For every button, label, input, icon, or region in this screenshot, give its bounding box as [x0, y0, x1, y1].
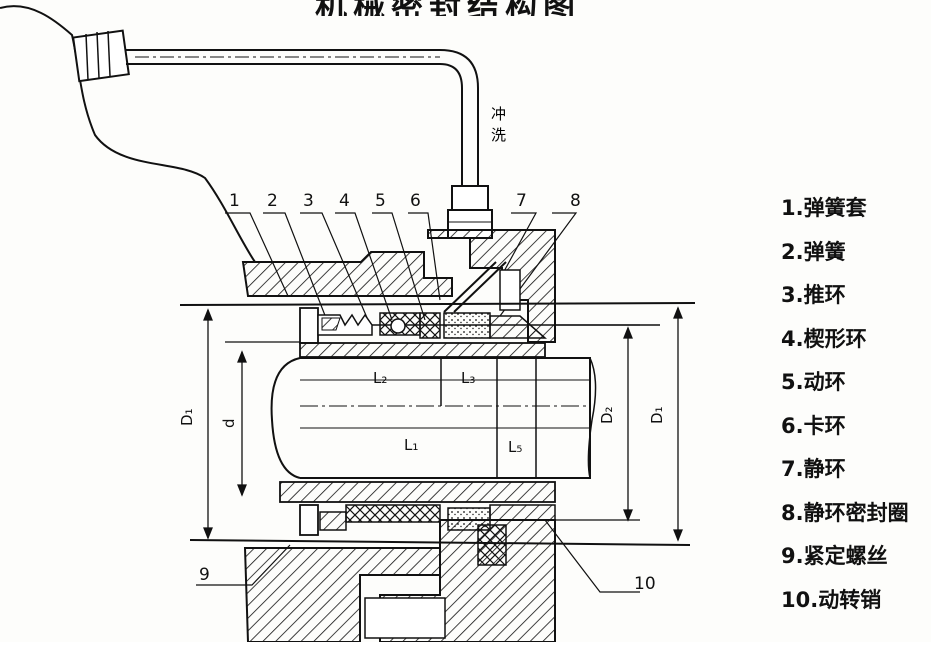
legend-item: 2.弹簧 [781, 239, 846, 264]
legend-item: 7.静环 [781, 457, 846, 481]
part-number-1: 1 [229, 191, 240, 211]
flush-passage [499, 269, 521, 311]
legend-item: 5.动环 [781, 370, 846, 394]
dim-L3: L₃ [461, 369, 475, 387]
part-number-9: 9 [199, 565, 210, 585]
flush-nut [447, 185, 493, 239]
flush-pipe-inner [126, 63, 463, 188]
flush-label-2: 洗 [491, 126, 506, 144]
dim-d: d [220, 418, 238, 428]
part-number-4: 4 [339, 191, 350, 211]
legend-item: 4.楔形环 [781, 326, 867, 351]
legend-item: 6.卡环 [781, 413, 846, 438]
legend-item: 3.推环 [781, 283, 846, 307]
bore-line-top-1 [179, 302, 696, 306]
seal-internals-top [299, 307, 547, 344]
parts-legend: 1.弹簧套 2.弹簧 3.推环 4.楔形环 5.动环 6.卡环 7.静环 8.静… [781, 192, 909, 627]
shaft-sleeve-top [299, 342, 546, 358]
dim-L5: L₅ [508, 438, 522, 456]
dim-L1: L₁ [404, 436, 418, 454]
part-number-10: 10 [634, 574, 656, 594]
dim-D1-right: D₁ [648, 406, 666, 424]
dim-D1-left: D₁ [178, 408, 196, 426]
part-number-3: 3 [303, 191, 314, 211]
legend-item: 9.紧定螺丝 [781, 544, 888, 568]
part-number-2: 2 [267, 191, 278, 211]
part-number-labels: 1 2 3 4 5 6 7 8 9 10 [199, 191, 656, 594]
part-number-8: 8 [570, 191, 581, 211]
drive-pin [477, 524, 507, 566]
part-number-6: 6 [410, 191, 421, 211]
part-number-5: 5 [375, 191, 386, 211]
flush-label-1: 冲 [491, 105, 506, 123]
dim-L2: L₂ [373, 369, 387, 387]
dimension-lines [203, 306, 683, 542]
flush-pipe-outer [126, 49, 479, 188]
shaft [270, 357, 597, 479]
legend-item: 1.弹簧套 [781, 196, 867, 220]
diagram-title: 机械密封结构图 [315, 0, 581, 16]
legend-item: 8.静环密封圈 [781, 500, 909, 525]
set-screw-hole [364, 597, 446, 639]
pump-casing-outline [0, 5, 256, 263]
pipe-fitting-top [72, 29, 130, 83]
dim-D2: D₂ [598, 406, 616, 424]
spring-sleeve-top [241, 251, 453, 297]
part-number-7: 7 [516, 191, 527, 211]
legend-item: 10.动转销 [781, 587, 882, 612]
diagram-title-clipped: 机械密封结构图 [0, 0, 931, 16]
dimension-labels: D₁ d L₂ L₃ L₁ L₅ D₂ D₁ [178, 369, 666, 456]
shaft-sleeve-bottom [279, 481, 556, 503]
